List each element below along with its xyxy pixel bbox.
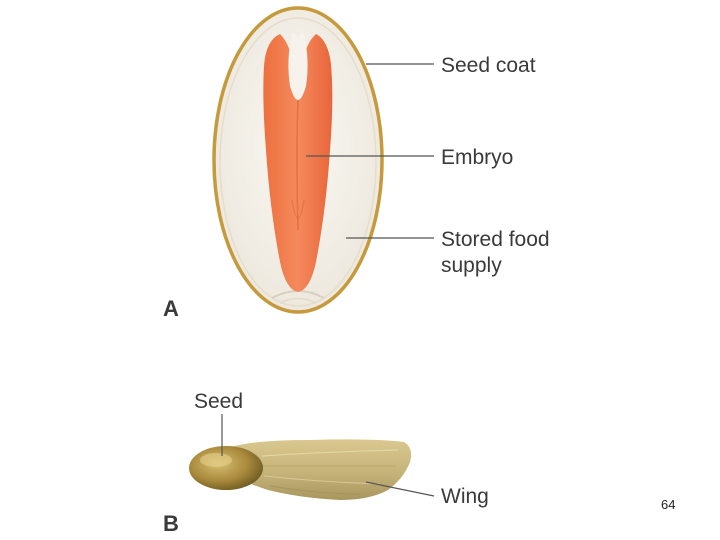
wing-vein-4 xyxy=(269,485,361,495)
label-seed-coat: Seed coat xyxy=(441,54,536,77)
label-wing: Wing xyxy=(441,485,489,508)
wing-vein-3 xyxy=(263,475,381,485)
wing-vein-1 xyxy=(261,449,399,457)
panel-letter-b: B xyxy=(163,511,179,536)
label-stored-food-supply: Stored food supply xyxy=(441,228,550,278)
panel-a-seed xyxy=(212,6,434,314)
page-number: 64 xyxy=(661,497,676,512)
embryo-cotyledon-gap xyxy=(288,32,308,100)
panel-b-winged-seed xyxy=(189,414,435,500)
wing-leader xyxy=(365,481,435,497)
seed-coat-inner-line xyxy=(219,17,377,307)
wing-shape xyxy=(224,439,412,500)
seed-b-body xyxy=(189,446,263,490)
embryo-shape xyxy=(263,34,333,292)
embryo-center-line xyxy=(296,99,299,231)
panel-letter-a: A xyxy=(163,296,179,321)
label-embryo: Embryo xyxy=(441,146,514,169)
seed-base-fold-2 xyxy=(279,297,317,304)
seed-b-highlight xyxy=(200,453,232,467)
embryo-tip xyxy=(291,199,305,219)
label-seed: Seed xyxy=(194,390,244,413)
